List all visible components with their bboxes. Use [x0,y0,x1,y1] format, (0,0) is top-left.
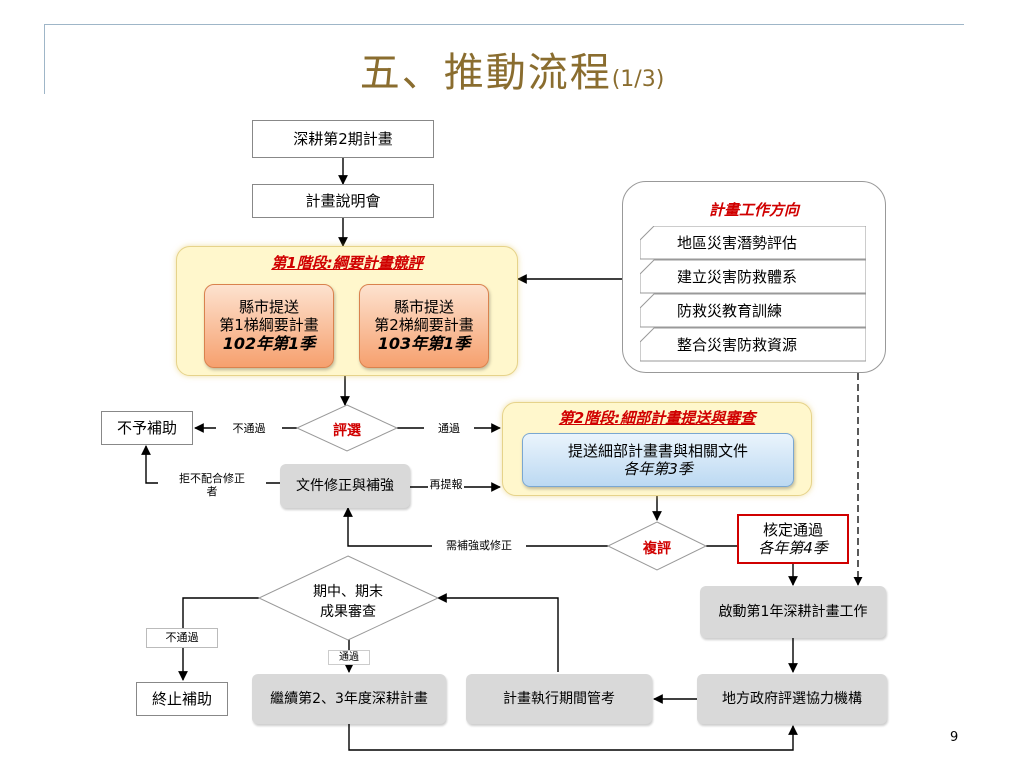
phase1-batch1-box: 縣市提送 第1梯綱要計畫 102年第1季 [204,284,334,368]
review-label: 複評 [643,541,671,557]
midterm-line2: 成果審查 [320,604,376,620]
approved-node: 核定通過 各年第4季 [737,514,849,564]
left-rule [44,24,45,94]
phase2-box-date: 各年第3季 [623,460,693,478]
selection-diamond [295,404,399,452]
revise-node: 文件修正與補強 [280,464,410,508]
briefing-node: 計畫說明會 [252,184,434,218]
selection-fail-label: 不通過 [216,420,282,437]
directions-title: 計畫工作方向 [708,201,799,219]
direction-item-4: 整合災害防救資源 [677,336,798,354]
midterm-fail-label: 不通過 [146,628,218,648]
phase1-batch2-line1: 縣市提送 [393,298,454,317]
start-work-node: 啟動第1年深耕計畫工作 [700,586,886,638]
top-rule [44,24,964,25]
midterm-label: 期中、期末 成果審查 [288,581,408,621]
approved-line1: 核定通過 [762,521,823,539]
midterm-diamond [257,555,440,641]
direction-item-3: 防救災教育訓練 [677,302,783,320]
phase2-box-line1: 提送細部計畫書與相關文件 [567,442,748,460]
phase1-batch2-box: 縣市提送 第2梯綱要計畫 103年第1季 [359,284,489,368]
need-revise-label: 需補強或修正 [432,530,526,562]
selection-pass-label: 通過 [424,420,474,437]
page-number: 9 [950,730,959,745]
direction-item-1: 地區災害潛勢評估 [677,234,798,252]
phase1-batch1-line2: 第1梯綱要計畫 [219,316,319,335]
start-node: 深耕第2期計畫 [252,120,434,158]
refuse-note: 拒不配合修正者 [158,470,266,500]
monitor-node: 計畫執行期間管考 [466,674,652,724]
slide-title-sub: (1/3) [611,67,665,92]
directions-list-frame [640,226,866,362]
phase1-title: 第1階段:綱要計畫競評 [271,254,423,272]
midterm-line1: 期中、期末 [313,584,383,600]
midterm-pass-label: 通過 [328,650,370,665]
phase1-batch2-line2: 第2梯綱要計畫 [374,316,474,335]
selection-label: 評選 [333,423,361,439]
terminate-node: 終止補助 [136,682,228,716]
resubmit-label: 再提報 [428,470,464,500]
review-diamond [606,521,708,571]
slide-title-main: 五、推動流程 [359,50,612,96]
phase1-batch2-date: 103年第1季 [377,334,471,354]
slide-title: 五、推動流程(1/3) [0,40,1024,98]
direction-item-2: 建立災害防救體系 [677,268,798,286]
phase2-title: 第2階段:細部計畫提送與審查 [558,409,756,427]
continue-node: 繼續第2、3年度深耕計畫 [252,674,446,724]
phase1-batch1-date: 102年第1季 [222,334,316,354]
approved-date: 各年第4季 [758,539,828,557]
phase1-batch1-line1: 縣市提送 [238,298,299,317]
no-subsidy-node: 不予補助 [101,411,193,445]
local-gov-node: 地方政府評選協力機構 [697,674,887,724]
phase2-box: 提送細部計畫書與相關文件 各年第3季 [522,433,794,487]
